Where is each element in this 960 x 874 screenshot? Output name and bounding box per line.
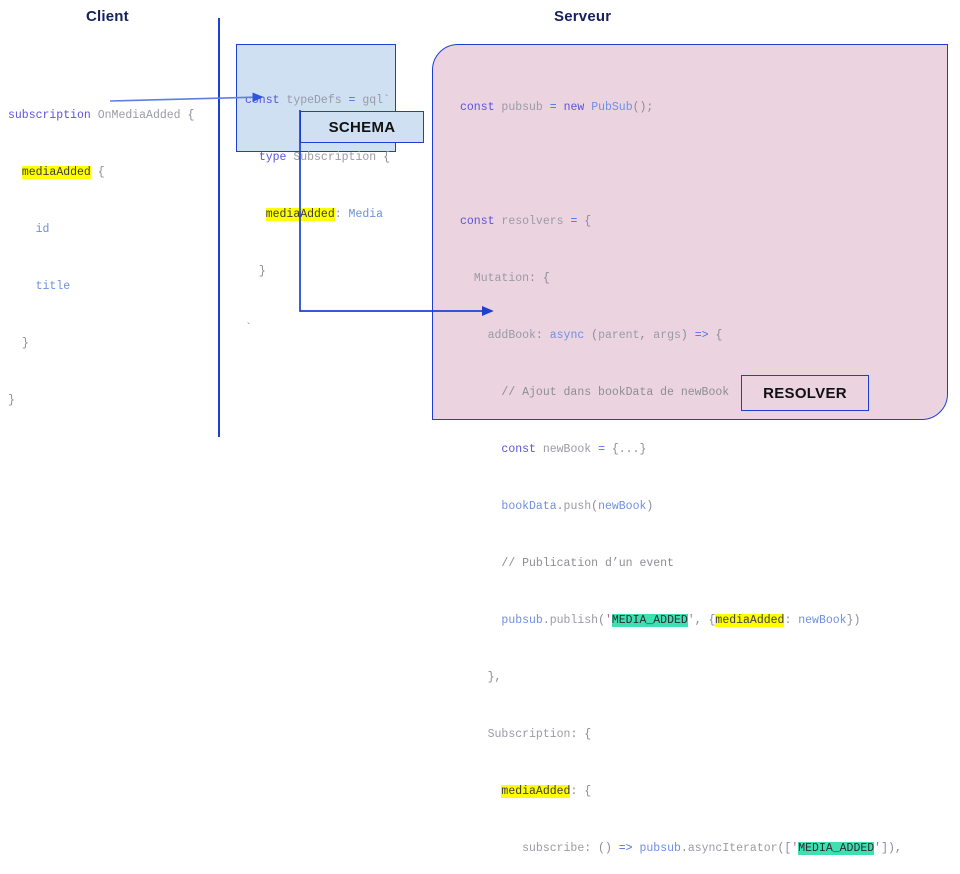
server-code-line: addBook: async (parent, args) => { [487, 329, 723, 342]
server-code-line: pubsub.publish('MEDIA_ADDED', {mediaAdde… [501, 614, 861, 627]
schema-mediaadded-highlight: mediaAdded [265, 208, 335, 221]
schema-code-block: const typeDefs = gql` type Subscription … [245, 53, 390, 376]
server-code-line: }, [487, 671, 502, 684]
resolver-badge: RESOLVER [741, 375, 869, 411]
resolver-mediaadded-highlight: mediaAdded [501, 785, 571, 798]
publish-field-highlight: mediaAdded [715, 614, 785, 627]
client-code-line: } [21, 337, 29, 350]
server-code-line [460, 155, 902, 174]
client-code-line: mediaAdded { [21, 166, 105, 179]
client-mediaadded-highlight: mediaAdded [21, 166, 91, 179]
client-code-line: } [8, 394, 15, 407]
schema-code-line: } [258, 265, 266, 278]
schema-code-line: mediaAdded: Media [265, 208, 384, 221]
schema-badge: SCHEMA [300, 111, 424, 143]
client-code-line: title [35, 280, 71, 293]
client-server-divider [218, 18, 220, 437]
server-code-block: const pubsub = new PubSub(); const resol… [460, 60, 902, 874]
schema-code-line: type Subscription { [258, 151, 390, 164]
server-code-line: // Publication d’un event [501, 557, 674, 570]
server-code-line: Subscription: { [487, 728, 592, 741]
schema-code-line: ` [245, 322, 252, 335]
server-code-line: subscribe: () => pubsub.asyncIterator(['… [522, 842, 902, 855]
server-code-line: // Ajout dans bookData de newBook [501, 386, 730, 399]
server-code-line: const resolvers = { [460, 215, 592, 228]
subscribe-event-highlight: MEDIA_ADDED [798, 842, 875, 855]
server-code-line: Mutation: { [473, 272, 550, 285]
server-panel [432, 44, 948, 420]
client-code-block: subscription OnMediaAdded { mediaAdded {… [8, 68, 194, 448]
server-code-line: const newBook = {...} [501, 443, 647, 456]
server-code-line: bookData.push(newBook) [501, 500, 654, 513]
client-heading: Client [86, 8, 129, 25]
server-code-line: mediaAdded: { [501, 785, 592, 798]
publish-event-highlight: MEDIA_ADDED [611, 614, 688, 627]
server-heading: Serveur [554, 8, 612, 25]
server-code-line: const pubsub = new PubSub(); [460, 101, 654, 114]
schema-code-line: const typeDefs = gql` [245, 94, 390, 107]
client-code-line: subscription OnMediaAdded { [8, 109, 195, 122]
client-code-line: id [35, 223, 50, 236]
diagram-canvas: Client Serveur subscription OnMediaAdded… [8, 8, 948, 855]
